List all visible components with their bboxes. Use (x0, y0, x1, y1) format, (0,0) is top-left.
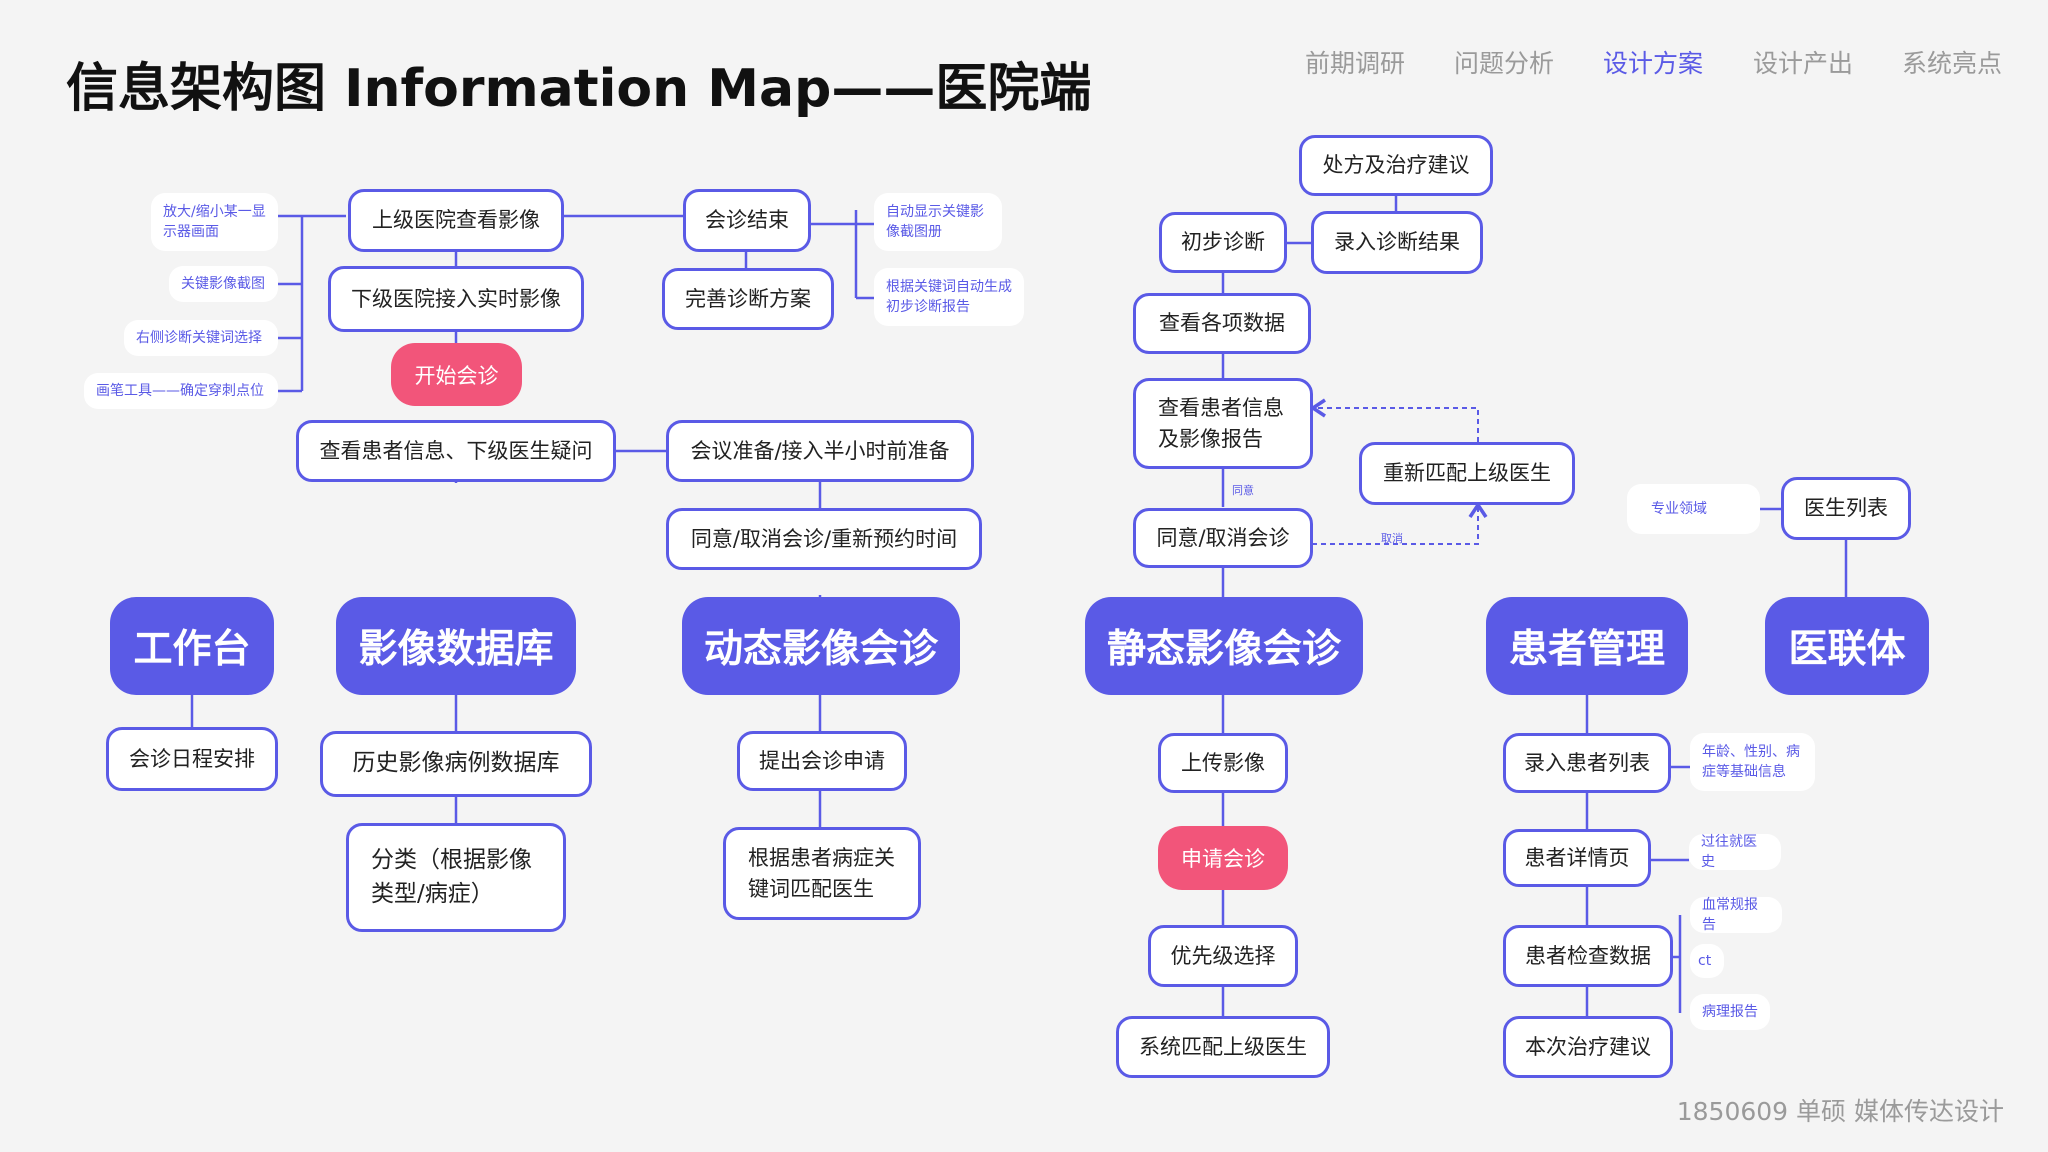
nav-tab-output[interactable]: 设计产出 (1753, 49, 1854, 78)
node-pt-advice: 本次治疗建议 (1503, 1016, 1673, 1078)
note-zoom: 放大/缩小某一显示器画面 (151, 193, 278, 251)
node-dyn-agree: 同意/取消会诊/重新预约时间 (666, 508, 982, 570)
main-node-dynamic: 动态影像会诊 (682, 597, 960, 695)
note-ct: ct (1690, 944, 1724, 978)
note-key-screenshot: 关键影像截图 (169, 266, 278, 302)
node-st-check-info: 查看患者信息及影像报告 (1133, 378, 1313, 469)
note-auto-album: 自动显示关键影像截图册 (874, 193, 1002, 251)
node-dyn-match: 根据患者病症关键词匹配医生 (723, 827, 921, 920)
node-dyn-improve: 完善诊断方案 (662, 268, 834, 330)
node-dyn-end: 会诊结束 (683, 189, 811, 252)
node-st-enter-result: 录入诊断结果 (1311, 211, 1483, 274)
node-dyn-start: 开始会诊 (391, 343, 522, 406)
main-node-alliance: 医联体 (1765, 597, 1929, 695)
note-pen-tool: 画笔工具——确定穿刺点位 (84, 373, 278, 409)
node-dyn-apply: 提出会诊申请 (737, 731, 907, 791)
node-st-match-upper: 系统匹配上级医生 (1116, 1016, 1330, 1078)
node-pt-detail: 患者详情页 (1503, 829, 1651, 887)
nav-tab-design[interactable]: 设计方案 (1603, 49, 1704, 78)
footer-credit: 1850609 单硕 媒体传达设计 (1676, 1097, 2004, 1126)
node-history-db: 历史影像病例数据库 (320, 731, 592, 797)
node-doctor-list: 医生列表 (1781, 477, 1911, 540)
node-st-apply: 申请会诊 (1158, 826, 1288, 890)
page-title: 信息架构图 Information Map——医院端 (66, 59, 1092, 119)
node-dyn-upper-view: 上级医院查看影像 (348, 189, 564, 252)
main-node-patient: 患者管理 (1486, 597, 1688, 695)
node-st-check-data: 查看各项数据 (1133, 293, 1311, 354)
main-node-static: 静态影像会诊 (1085, 597, 1363, 695)
note-specialty: 专业领域 (1627, 484, 1760, 534)
node-classify: 分类（根据影像类型/病症） (346, 823, 566, 932)
node-st-upload: 上传影像 (1158, 733, 1288, 793)
nav-tab-highlights[interactable]: 系统亮点 (1902, 49, 2003, 78)
node-dyn-lower-access: 下级医院接入实时影像 (328, 266, 584, 332)
node-st-prescription: 处方及治疗建议 (1299, 135, 1493, 196)
nav-tab-analysis[interactable]: 问题分析 (1454, 49, 1555, 78)
node-st-rematch: 重新匹配上级医生 (1359, 442, 1575, 505)
note-basic-info: 年龄、性别、病症等基础信息 (1690, 733, 1815, 791)
note-keyword-select: 右侧诊断关键词选择 (124, 320, 278, 356)
nav-tab-research[interactable]: 前期调研 (1305, 49, 1406, 78)
node-pt-enter-list: 录入患者列表 (1503, 733, 1671, 793)
label-cancel: 取消 (1381, 532, 1403, 545)
node-dyn-check-info: 查看患者信息、下级医生疑问 (296, 420, 616, 482)
node-st-priority: 优先级选择 (1148, 925, 1298, 987)
node-st-prelim: 初步诊断 (1159, 212, 1287, 273)
main-node-workbench: 工作台 (110, 597, 274, 695)
note-blood: 血常规报告 (1690, 897, 1782, 933)
note-auto-report: 根据关键词自动生成初步诊断报告 (874, 268, 1024, 326)
node-pt-exam: 患者检查数据 (1503, 925, 1673, 987)
node-st-agree: 同意/取消会诊 (1133, 508, 1313, 568)
node-schedule: 会诊日程安排 (106, 727, 278, 791)
label-agree: 同意 (1232, 484, 1254, 497)
note-history: 过往就医史 (1689, 834, 1781, 870)
main-node-image-db: 影像数据库 (336, 597, 576, 695)
note-pathology: 病理报告 (1690, 994, 1770, 1030)
node-dyn-prepare: 会议准备/接入半小时前准备 (666, 420, 974, 482)
